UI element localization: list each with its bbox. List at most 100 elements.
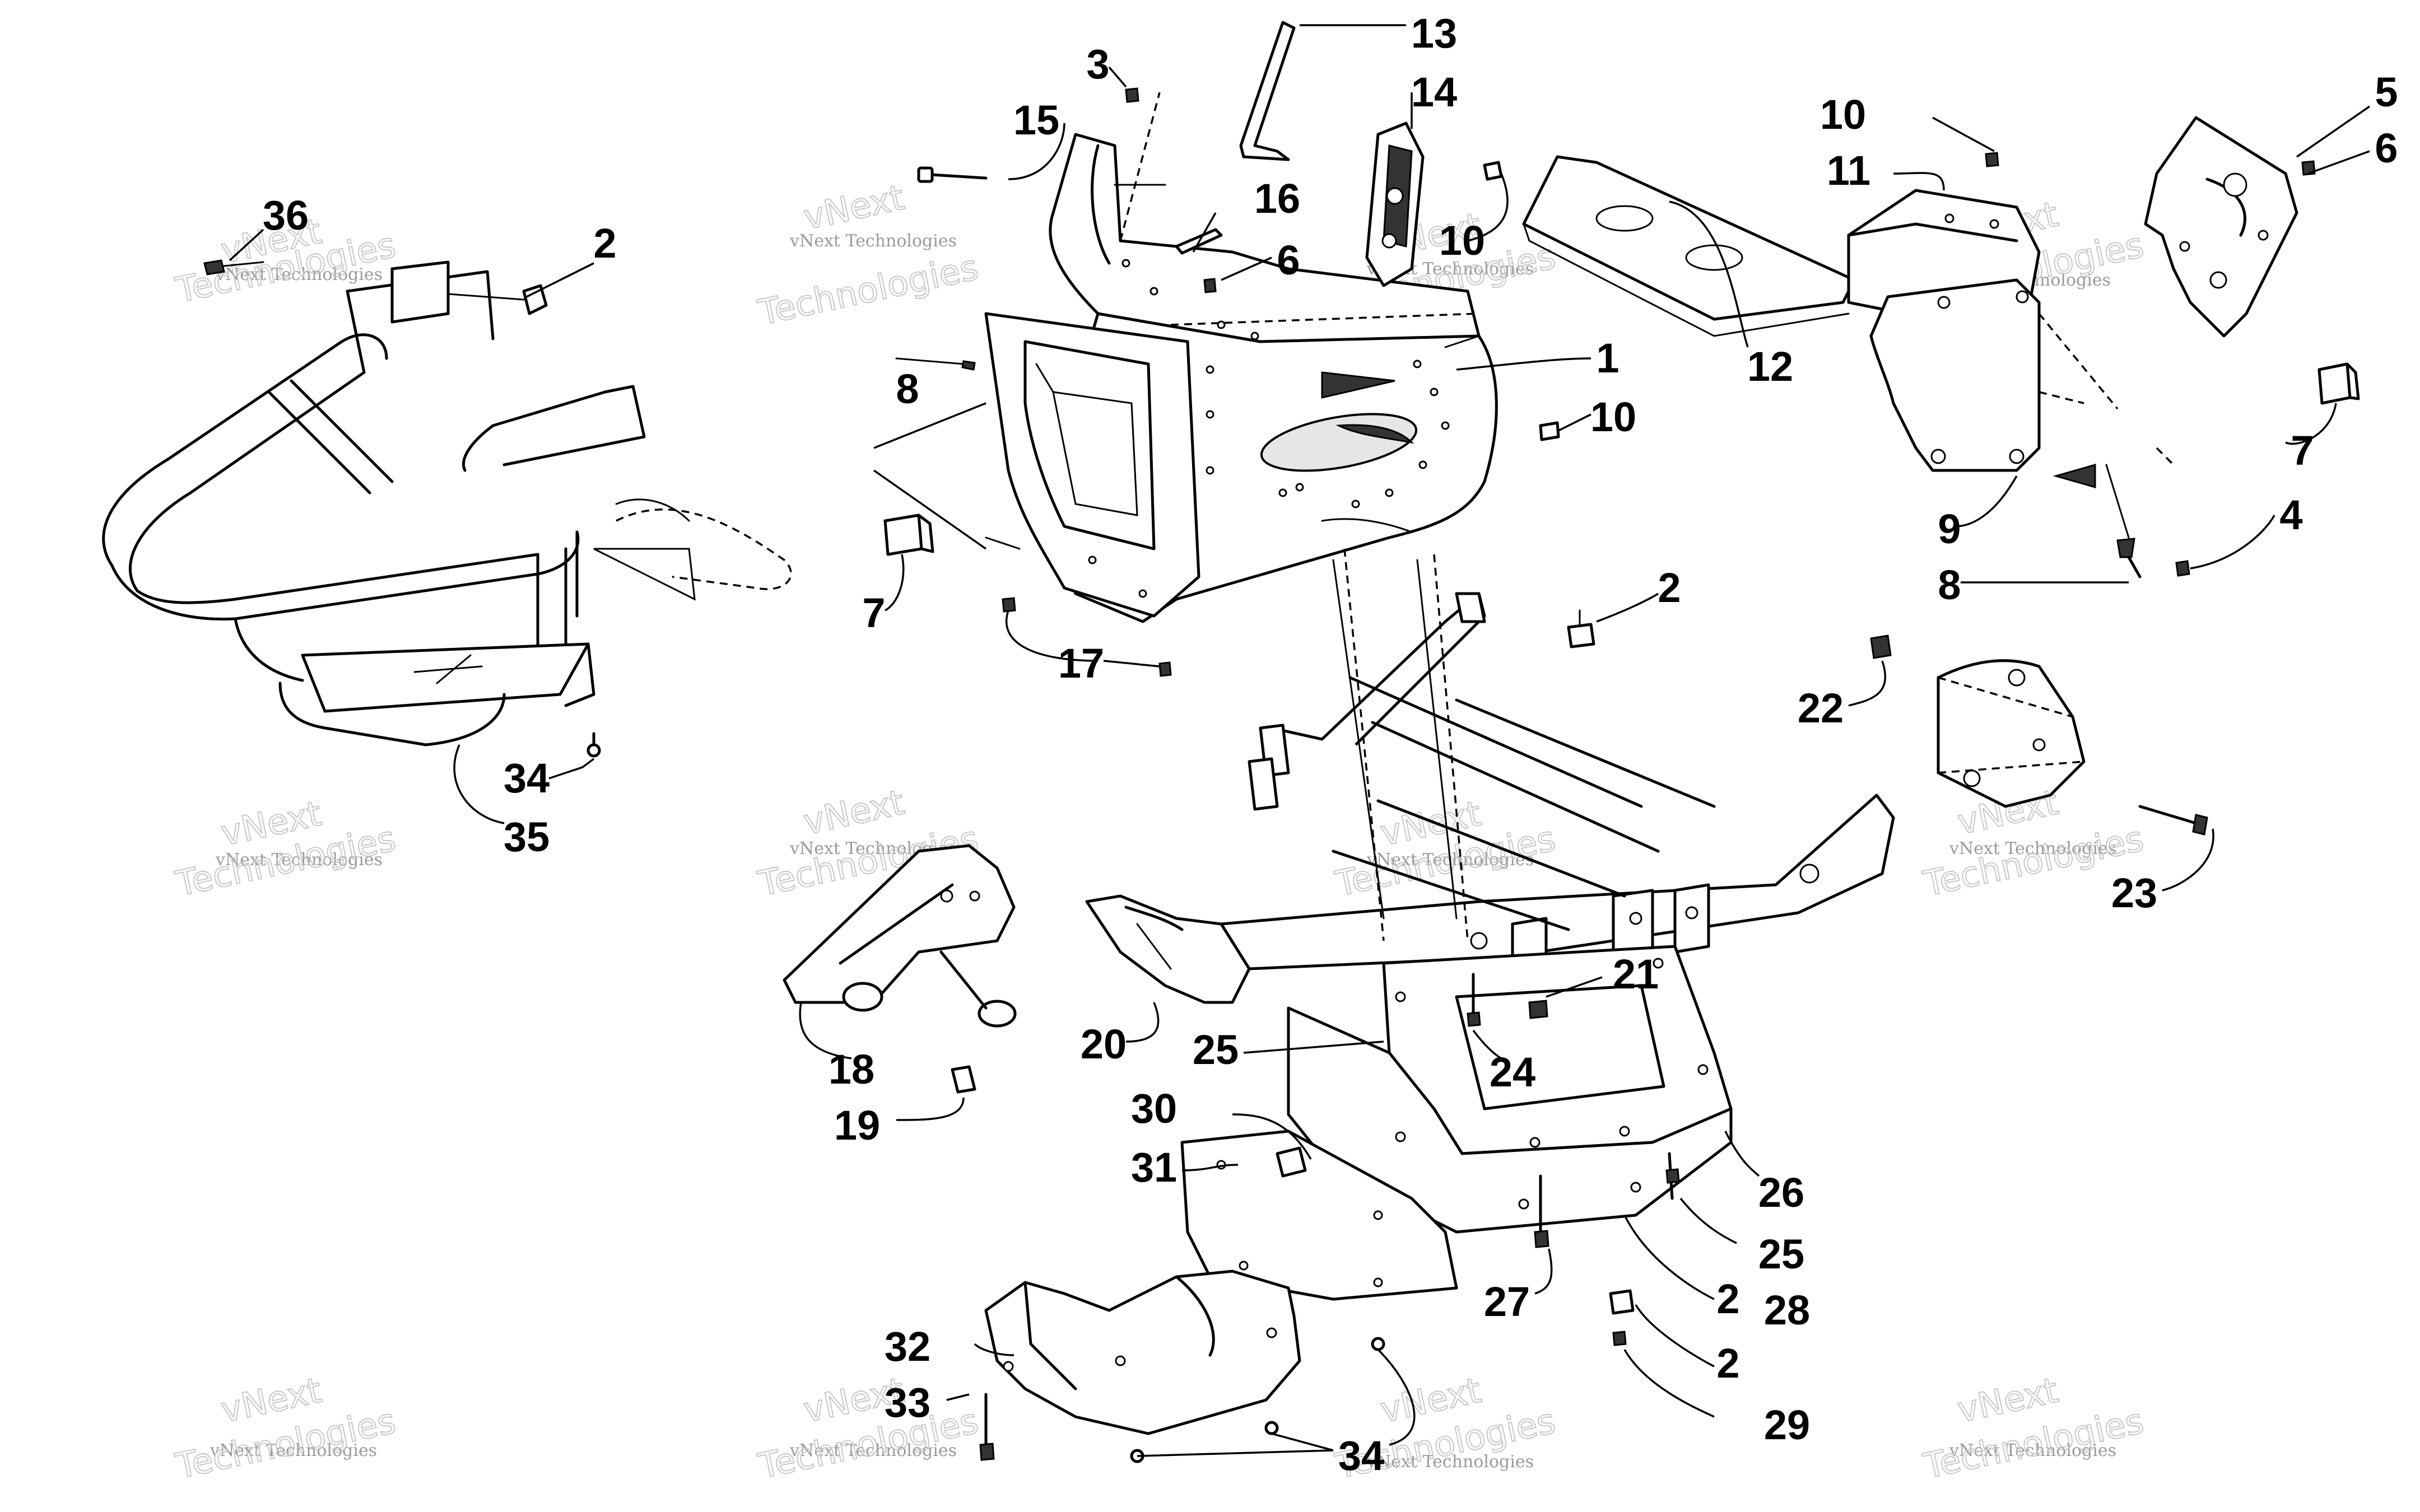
callout-12: 12: [1747, 343, 1793, 390]
callout-34: 34: [1338, 1432, 1384, 1479]
watermark: vNext Technologies vNext Technologies: [171, 792, 400, 905]
callout-2: 2: [1716, 1340, 1739, 1387]
callout-22: 22: [1798, 685, 1844, 731]
callout-6: 6: [2375, 125, 2398, 171]
frame-bracket-right: [1937, 659, 2086, 808]
callout-5: 5: [2375, 69, 2398, 115]
guard-32: [984, 1270, 1301, 1435]
callout-36: 36: [263, 192, 309, 239]
spacer-22: [1870, 634, 1892, 659]
callout-2: 2: [1658, 564, 1681, 611]
callout-20: 20: [1081, 1021, 1127, 1067]
callout-24: 24: [1490, 1049, 1535, 1095]
front-bumper: [102, 260, 792, 746]
watermark-small: vNext Technologies: [210, 1441, 377, 1460]
watermark-large-1: vNext: [800, 782, 908, 843]
callout-33: 33: [885, 1379, 930, 1426]
callout-28: 28: [1764, 1287, 1810, 1333]
pin-8-right: [2053, 447, 2175, 578]
callout-29: 29: [1764, 1402, 1810, 1448]
rivet-34-left: [587, 732, 601, 758]
callout-13: 13: [1411, 10, 1457, 57]
callout-7: 7: [2291, 427, 2314, 474]
callout-26: 26: [1758, 1169, 1804, 1216]
callout-10: 10: [1820, 91, 1866, 138]
watermark-small: vNext Technologies: [1366, 1452, 1534, 1472]
callout-27: 27: [1484, 1278, 1530, 1325]
skid-plate-31: [1180, 1130, 1458, 1301]
screw-29: [1612, 1331, 1627, 1346]
callout-15: 15: [1013, 97, 1059, 143]
plate-9: [1869, 278, 2119, 472]
main-frame: [1085, 548, 1895, 1004]
watermark-small: vNext Technologies: [789, 231, 957, 251]
callout-2: 2: [593, 220, 616, 267]
callout-16: 16: [1254, 175, 1300, 222]
screw-27: [1534, 1174, 1549, 1248]
callout-14: 14: [1411, 69, 1457, 115]
bracket-13: [1239, 21, 1296, 161]
screw-21: [1528, 1000, 1548, 1019]
pin-8-center: [895, 357, 1021, 550]
clip-2-center: [1567, 609, 1595, 648]
clip-25-right: [1665, 1152, 1680, 1200]
fastener-30: [1276, 1146, 1307, 1178]
nut-10-center-low: [1539, 421, 1560, 441]
watermark-small: vNext Technologies: [1949, 1441, 2116, 1460]
callout-30: 30: [1131, 1085, 1177, 1132]
watermark-small: vNext Technologies: [789, 1441, 957, 1460]
callout-31: 31: [1131, 1144, 1177, 1191]
skid-plate-26: [1382, 945, 1733, 1155]
callout-19: 19: [834, 1102, 880, 1149]
screw-36: [203, 259, 264, 276]
callout-4: 4: [2279, 492, 2302, 538]
screw-33: [979, 1393, 995, 1461]
screw-24: [1467, 973, 1481, 1027]
watermark-large-1: vNext: [800, 177, 908, 238]
screw-6-center: [1203, 278, 1217, 293]
callout-11: 11: [1827, 147, 1870, 194]
screw-3: [1125, 87, 1139, 103]
nose-pan-holes: [1088, 259, 1450, 598]
panel-12: [1522, 155, 1856, 337]
callout-8: 8: [896, 366, 919, 412]
light-14: [1365, 122, 1425, 287]
watermark: vNext Technologies vNext Technologies: [171, 1369, 400, 1487]
callout-35: 35: [504, 814, 550, 860]
bracket-18: [783, 844, 1017, 1028]
watermark-small: vNext Technologies: [1949, 839, 2116, 858]
callout-25: 25: [1758, 1231, 1804, 1277]
callout-21: 21: [1613, 951, 1659, 997]
nose-pan: [984, 92, 1498, 623]
callout-2: 2: [1716, 1276, 1739, 1322]
watermark: vNext Technologies vNext Technologies: [754, 1369, 983, 1487]
pad-7-right: [2317, 362, 2360, 405]
callout-17: 17: [1058, 640, 1104, 687]
clip-2-lower: [1609, 1289, 1635, 1315]
callout-10: 10: [1439, 217, 1485, 264]
watermark-small: vNext Technologies: [215, 265, 383, 284]
callout-7: 7: [862, 590, 885, 636]
callout-3: 3: [1086, 41, 1109, 87]
watermark-large-2: Technologies: [755, 246, 982, 333]
watermark-large-1: vNext: [1954, 782, 2061, 843]
callout-18: 18: [829, 1046, 874, 1093]
nut-10-right: [1985, 152, 1999, 167]
leader-lines: [229, 24, 2370, 1457]
clip-19: [951, 1065, 976, 1094]
watermark-small: vNext Technologies: [215, 850, 383, 870]
callout-34: 34: [504, 755, 550, 801]
callout-23: 23: [2111, 870, 2157, 916]
bolt-23: [2138, 805, 2208, 836]
callout-labels: 1 2 2 2 2 3 4 5 6 6 7 7 8 8 9 10 10 10 1…: [263, 10, 2398, 1479]
callout-8: 8: [1938, 562, 1961, 608]
nut-10-center-top: [1483, 161, 1503, 181]
pad-7-center: [883, 514, 934, 556]
bolt-15: [917, 166, 988, 183]
callout-9: 9: [1938, 506, 1961, 552]
callout-6: 6: [1277, 237, 1300, 283]
callout-10: 10: [1590, 394, 1636, 440]
clip-2-left: [447, 284, 548, 315]
